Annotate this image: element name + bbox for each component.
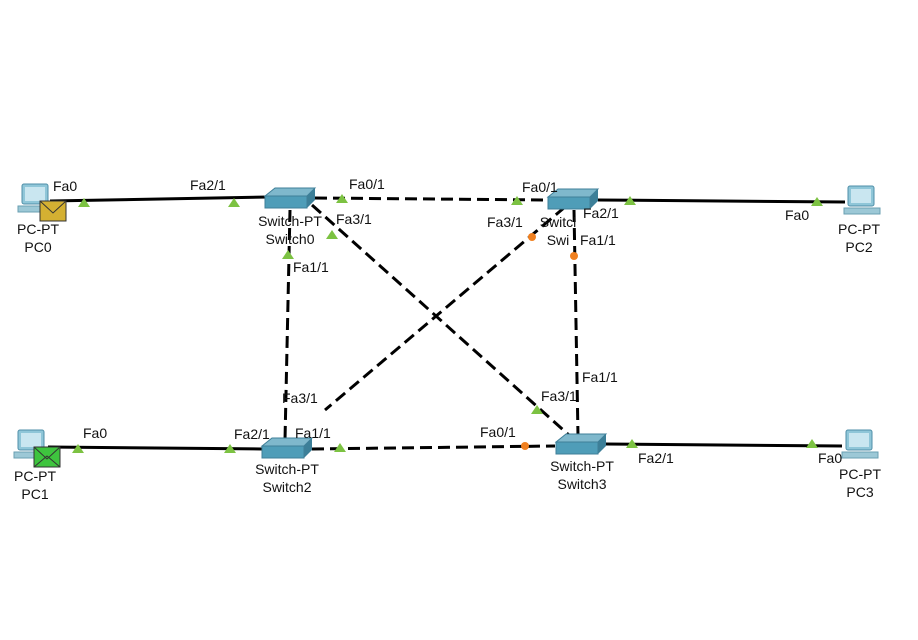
port-label: Fa1/1 bbox=[582, 369, 618, 385]
link-light-blocked bbox=[521, 442, 529, 450]
link-light-up bbox=[531, 405, 543, 414]
port-label: Fa2/1 bbox=[234, 426, 270, 442]
port-label: Fa2/1 bbox=[190, 177, 226, 193]
link-switch0-switch2 bbox=[283, 209, 292, 441]
switch3-label: Switch-PT Switch3 bbox=[532, 457, 632, 493]
device-name: Swi bbox=[546, 232, 570, 248]
link-light-up bbox=[326, 230, 338, 239]
link-light-up bbox=[811, 197, 823, 206]
port-label: Fa3/1 bbox=[541, 388, 577, 404]
device-name: PC3 bbox=[846, 484, 874, 500]
device-type: Switcl bbox=[539, 214, 577, 230]
link-switch2-switch3 bbox=[311, 444, 556, 451]
link-light-blocked bbox=[528, 233, 536, 241]
device-name: Switch0 bbox=[265, 231, 315, 247]
link-switch0-switch1 bbox=[314, 196, 549, 202]
pc2-label: PC-PT PC2 bbox=[809, 220, 909, 256]
port-label: Fa2/1 bbox=[583, 205, 619, 221]
link-switch3-pc3 bbox=[604, 442, 843, 448]
link-switch1-pc2 bbox=[597, 198, 846, 204]
port-label: Fa2/1 bbox=[638, 450, 674, 466]
link-switch1-switch2 bbox=[324, 205, 566, 412]
port-label: Fa3/1 bbox=[487, 214, 523, 230]
pc2-icon[interactable] bbox=[843, 185, 881, 215]
link-light-up bbox=[806, 439, 818, 448]
port-label: Fa0/1 bbox=[349, 176, 385, 192]
envelope-icon-success[interactable] bbox=[33, 446, 61, 468]
device-name: PC2 bbox=[845, 239, 873, 255]
link-pc1-switch2 bbox=[47, 445, 263, 451]
link-switch1-switch3 bbox=[572, 209, 580, 437]
device-name: Switch3 bbox=[557, 476, 607, 492]
link-light-up bbox=[228, 198, 240, 207]
link-light-up bbox=[511, 196, 523, 205]
switch2-label: Switch-PT Switch2 bbox=[237, 460, 337, 496]
link-light-up bbox=[336, 194, 348, 203]
device-name: Switch2 bbox=[262, 479, 312, 495]
device-type: PC-PT bbox=[14, 468, 56, 484]
link-light-up bbox=[334, 443, 346, 452]
port-label: Fa0/1 bbox=[480, 424, 516, 440]
device-type: PC-PT bbox=[17, 221, 59, 237]
switch0-label: Switch-PT Switch0 bbox=[240, 212, 340, 248]
port-label: Fa0 bbox=[818, 450, 843, 466]
link-light-up bbox=[624, 196, 636, 205]
port-label: Fa0 bbox=[785, 207, 810, 223]
link-light-up bbox=[626, 439, 638, 448]
pc0-label: PC-PT PC0 bbox=[0, 220, 88, 256]
device-type: Switch-PT bbox=[550, 458, 614, 474]
port-label: Fa0/1 bbox=[522, 179, 558, 195]
link-switch0-switch3 bbox=[310, 203, 572, 438]
link-light-blocked bbox=[570, 252, 578, 260]
link-light-up bbox=[282, 250, 294, 259]
link-light-up bbox=[224, 444, 236, 453]
device-type: PC-PT bbox=[839, 466, 881, 482]
link-light-up bbox=[72, 444, 84, 453]
device-name: PC1 bbox=[21, 486, 49, 502]
link-up-indicators bbox=[72, 194, 823, 453]
pc3-icon[interactable] bbox=[841, 429, 879, 459]
envelope-icon-pending[interactable] bbox=[39, 200, 67, 222]
link-light-up bbox=[78, 198, 90, 207]
port-label: Fa0 bbox=[53, 178, 78, 194]
port-label: Fa0 bbox=[83, 425, 108, 441]
device-type: Switch-PT bbox=[258, 213, 322, 229]
port-label: Fa3/1 bbox=[282, 390, 318, 406]
device-type: PC-PT bbox=[838, 221, 880, 237]
port-label: Fa1/1 bbox=[295, 425, 331, 441]
link-pc0-switch0 bbox=[49, 195, 269, 203]
device-type: Switch-PT bbox=[255, 461, 319, 477]
pc1-label: PC-PT PC1 bbox=[0, 467, 85, 503]
pc3-label: PC-PT PC3 bbox=[810, 465, 910, 501]
switch3-icon[interactable] bbox=[555, 433, 607, 455]
port-label: Fa1/1 bbox=[293, 259, 329, 275]
port-label: Fa3/1 bbox=[336, 211, 372, 227]
link-blocked-indicators bbox=[521, 233, 578, 450]
device-name: PC0 bbox=[24, 239, 52, 255]
port-label: Fa1/1 bbox=[580, 232, 616, 248]
switch0-icon[interactable] bbox=[264, 187, 316, 209]
